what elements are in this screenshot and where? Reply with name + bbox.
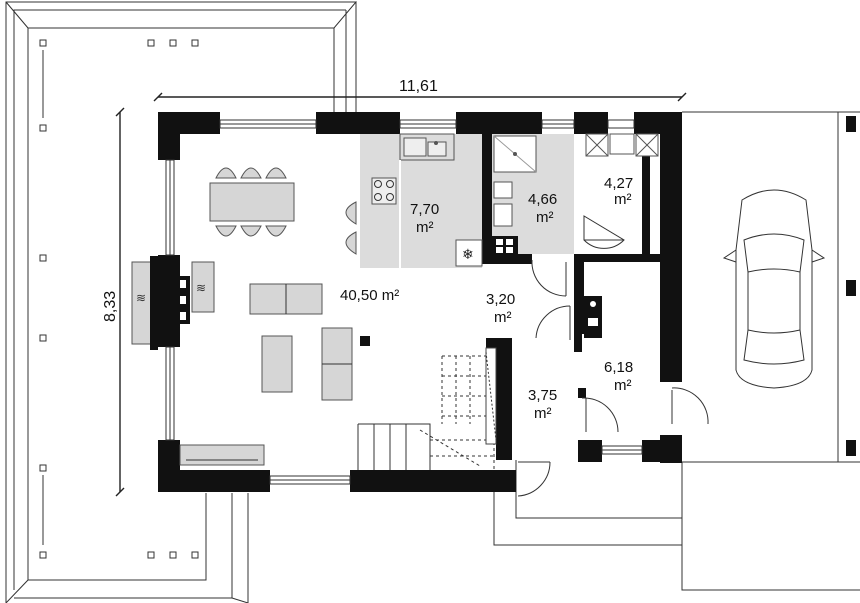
kitchen-area-label: 7,70 [410, 201, 439, 218]
windows [165, 119, 643, 485]
dining-table [209, 167, 295, 237]
boiler-area-label: 6,18 [604, 359, 633, 376]
living-furniture [179, 283, 353, 466]
walls [158, 112, 682, 492]
kitchen-unit-label: m² [416, 219, 434, 236]
utility-room [585, 133, 659, 157]
stairs [357, 355, 495, 470]
dimension-depth [115, 107, 125, 497]
svg-text:≋: ≋ [196, 281, 206, 295]
depth-dimension-label: 8,33 [102, 291, 119, 322]
entrance-steps [493, 460, 682, 546]
hall-unit-label: m² [494, 309, 512, 326]
kitchen: ❄ [360, 133, 483, 268]
svg-text:≋: ≋ [136, 291, 146, 305]
carport [681, 111, 860, 591]
boiler-unit-label: m² [614, 377, 632, 394]
svg-text:❄: ❄ [462, 247, 474, 263]
fireplace: ≋ ≋ [131, 256, 215, 350]
boiler-appliances [584, 296, 602, 338]
bathroom [492, 134, 574, 256]
living-area-label: 40,50 m² [340, 287, 399, 304]
vestibule-unit-label: m² [534, 405, 552, 422]
width-dimension-label: 11,61 [399, 78, 438, 95]
bar-stools [345, 201, 357, 255]
hall-area-label: 3,20 [486, 291, 515, 308]
dimension-width [153, 92, 687, 102]
utility-area-label: 4,27 [604, 175, 633, 192]
wardrobe [485, 347, 497, 445]
car-icon [722, 189, 826, 389]
doors [517, 215, 709, 497]
terrace-outline [5, 1, 358, 603]
bathroom-area-label: 4,66 [528, 191, 557, 208]
bathroom-unit-label: m² [536, 209, 554, 226]
utility-unit-label: m² [614, 191, 632, 208]
vestibule-area-label: 3,75 [528, 387, 557, 404]
